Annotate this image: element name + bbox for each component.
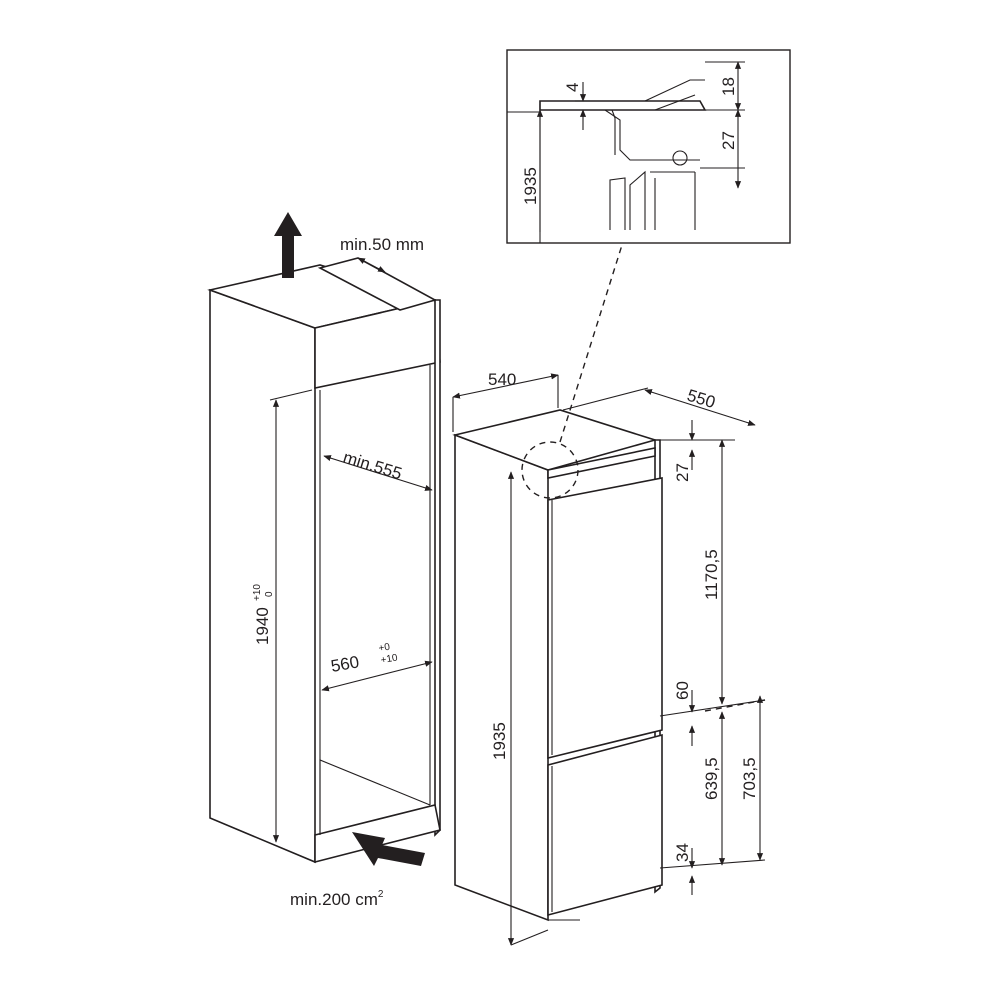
svg-text:0: 0 (264, 591, 275, 597)
top-gap-label: 27 (673, 463, 692, 482)
vent-top-label: min.50 mm (340, 235, 424, 254)
appliance-width-dim (452, 373, 559, 399)
niche-width-text: 560 +0 +10 (329, 642, 399, 676)
lower-total-label: 703,5 (740, 757, 759, 800)
bottom-gap-label: 34 (673, 843, 692, 862)
svg-text:+10: +10 (380, 652, 399, 666)
detail-circle (521, 441, 579, 499)
lower-door-label: 639,5 (702, 757, 721, 800)
detail-inset (506, 49, 791, 244)
appliance-height-label: 1935 (490, 722, 509, 760)
svg-text:+10: +10 (252, 584, 263, 601)
appliance-width-label: 540 (488, 370, 516, 389)
vent-up-arrow (274, 212, 302, 278)
vent-in-arrow (352, 832, 425, 866)
niche-min-width-label: min.555 (341, 448, 404, 484)
niche-cabinet (207, 257, 441, 864)
vent-gap-dim (357, 257, 386, 273)
door-gap-label: 60 (673, 681, 692, 700)
svg-text:1940: 1940 (253, 607, 272, 645)
appliance-body (452, 409, 663, 922)
svg-text:560: 560 (329, 652, 360, 676)
niche-height-text: 1940 +10 0 (252, 584, 275, 645)
appliance-depth-label: 550 (685, 386, 718, 412)
appliance-depth-dim (644, 389, 756, 426)
upper-door-label: 1170,5 (702, 549, 721, 600)
detail-4-label: 4 (563, 83, 582, 92)
detail-height-label: 1935 (521, 167, 540, 205)
detail-18-label: 18 (719, 77, 738, 96)
svg-text:+0: +0 (378, 642, 392, 655)
detail-27-label: 27 (719, 131, 738, 150)
vent-bottom-label: min.200 cm2 (290, 889, 384, 909)
niche-width-dim (321, 660, 433, 692)
detail-leader (559, 244, 623, 443)
niche-min-width-dim (323, 455, 433, 491)
